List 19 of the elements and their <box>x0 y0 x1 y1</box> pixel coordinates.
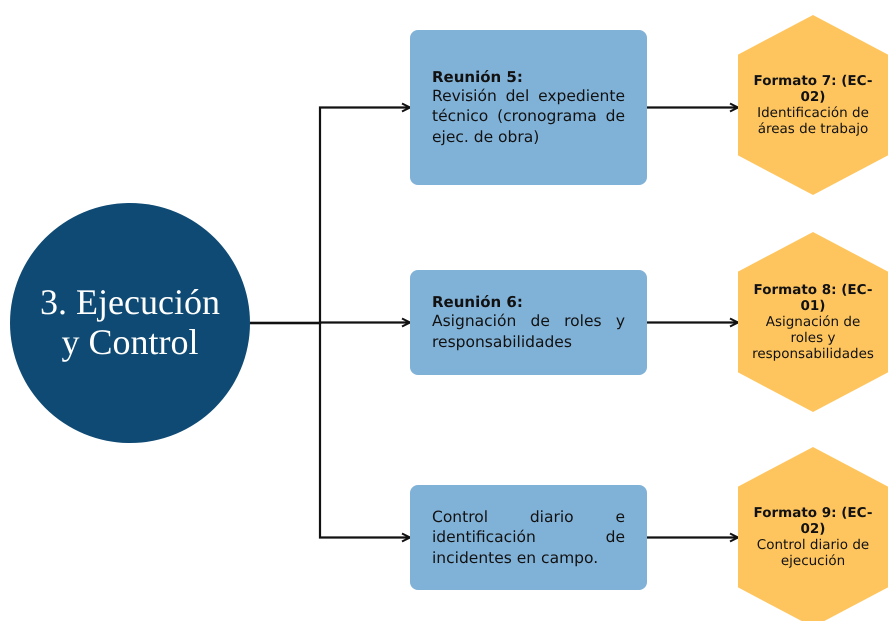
hexagon-heading: Formato 9: (EC-02) <box>753 504 873 537</box>
process-box <box>410 485 647 590</box>
hexagon-heading: Formato 8: (EC-01) <box>753 282 873 314</box>
hexagon-text: Identificación de áreas de trabajo <box>756 105 870 138</box>
hexagon-text: Control diario de ejecución <box>756 537 870 570</box>
arrow <box>647 318 739 328</box>
box-text: Asignación de roles y responsabilidades <box>432 311 625 352</box>
arrow <box>647 102 739 112</box>
node-title: 3. Ejecución y Control <box>39 283 221 363</box>
arrow <box>250 322 411 542</box>
hexagon-text: Asignación de roles y responsabilidades <box>751 314 875 362</box>
box-heading: Reunión 6: <box>432 293 524 312</box>
box-text: Revisión del expediente técnico (cronograma de ejec. de obra) <box>432 86 625 147</box>
hexagon-heading: Formato 7: (EC-02) <box>753 72 873 105</box>
box-text: Control diario e identificación de incidentes en campo. <box>432 507 625 568</box>
process-box <box>410 270 647 375</box>
process-box <box>410 30 647 185</box>
box-heading: Reunión 5: <box>432 68 524 86</box>
arrow <box>647 532 739 542</box>
